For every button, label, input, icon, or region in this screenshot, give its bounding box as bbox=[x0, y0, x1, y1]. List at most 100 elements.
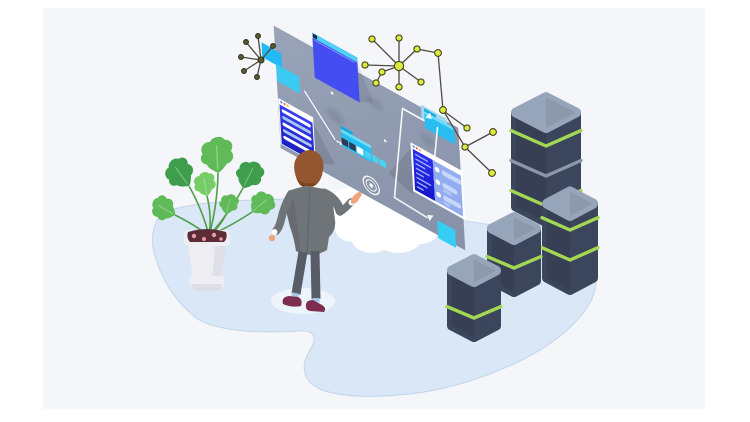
blue-window-toolbar-line bbox=[314, 39, 355, 63]
bracket-arrow-top bbox=[425, 112, 432, 120]
graph-node bbox=[254, 74, 260, 80]
list-bar bbox=[282, 122, 312, 141]
graph-edge bbox=[364, 64, 400, 67]
server-cap bbox=[511, 92, 581, 133]
jacket-shade bbox=[285, 197, 301, 253]
server-cap bbox=[447, 254, 501, 287]
plant-leaves bbox=[152, 136, 276, 221]
leaf-blade bbox=[194, 171, 216, 196]
leaf-blade bbox=[200, 136, 234, 173]
blue-window-shadow bbox=[357, 62, 374, 103]
leaf-vein bbox=[243, 167, 254, 186]
network-graph-small bbox=[238, 33, 276, 80]
pixel-square bbox=[364, 150, 372, 161]
row-pill-small bbox=[442, 188, 452, 196]
row-bullet bbox=[434, 166, 440, 173]
folder-top-strip bbox=[424, 111, 455, 131]
server-stripe bbox=[509, 128, 583, 148]
leaf-vein bbox=[203, 177, 207, 195]
soil-pebble bbox=[191, 233, 197, 239]
right-shoe bbox=[305, 300, 326, 312]
left-hand bbox=[268, 234, 276, 242]
window-dot bbox=[286, 104, 289, 108]
left-cuff bbox=[271, 229, 278, 235]
settings-code-lines bbox=[414, 153, 432, 191]
server-stripe bbox=[445, 304, 503, 320]
graph-node bbox=[257, 56, 265, 64]
man-figure bbox=[268, 150, 362, 312]
leaf bbox=[251, 191, 276, 215]
left-shoe bbox=[282, 296, 302, 307]
graph-node bbox=[463, 124, 471, 132]
bracket-left bbox=[393, 107, 404, 199]
server-body-shade bbox=[452, 270, 474, 337]
jacket-seam bbox=[306, 187, 311, 254]
pixel-square bbox=[341, 137, 349, 148]
pixel-square bbox=[356, 145, 364, 156]
list-bar bbox=[281, 109, 311, 128]
graph-node bbox=[270, 43, 276, 49]
window-dot bbox=[283, 102, 286, 106]
feet-shadow bbox=[271, 288, 335, 314]
leaf-blade bbox=[219, 194, 239, 214]
graph-node bbox=[255, 33, 261, 39]
server-stripe bbox=[540, 216, 600, 232]
graph-node bbox=[238, 54, 244, 60]
dashboard-screen bbox=[261, 25, 466, 251]
bracket-arrow-bottom bbox=[427, 214, 434, 222]
server-body-shade bbox=[547, 203, 570, 290]
leaf-blade bbox=[236, 161, 265, 189]
graph-node bbox=[413, 45, 421, 53]
folder-top-strip bbox=[340, 128, 372, 149]
graph-edge bbox=[464, 146, 493, 174]
list-bar bbox=[282, 115, 312, 135]
code-line bbox=[415, 167, 430, 177]
blue-window-titlebar bbox=[312, 32, 358, 63]
server-cap bbox=[542, 186, 598, 221]
graph-node bbox=[241, 68, 247, 74]
blue-window-body bbox=[312, 32, 360, 103]
graph-node bbox=[393, 60, 405, 72]
server-cap-shade bbox=[474, 259, 496, 282]
server-tower bbox=[485, 212, 543, 297]
blue-app-window bbox=[312, 32, 374, 103]
left-arm bbox=[272, 190, 295, 235]
hair-nape bbox=[298, 179, 317, 188]
server-cap-shade bbox=[546, 97, 576, 128]
cyan-tile-bright bbox=[261, 42, 283, 68]
leaf bbox=[165, 157, 194, 187]
leaf-vein bbox=[253, 199, 268, 211]
soil-pebble bbox=[202, 237, 206, 241]
folder-icon-right bbox=[420, 104, 456, 145]
row-bullet bbox=[435, 179, 441, 185]
code-line bbox=[415, 158, 432, 169]
cyan-tile-soft bbox=[276, 64, 301, 94]
window-dot bbox=[412, 145, 415, 148]
pixel-squares-row bbox=[341, 137, 387, 169]
graph-edge bbox=[444, 111, 468, 129]
pointing-hand bbox=[351, 192, 362, 204]
server-tower bbox=[540, 186, 600, 295]
server-cap bbox=[487, 212, 541, 245]
window-dot bbox=[415, 147, 418, 150]
graph-edge bbox=[437, 52, 444, 111]
graph-node bbox=[243, 39, 249, 45]
blue-window-title-chip bbox=[312, 33, 318, 40]
network-graph-large bbox=[361, 34, 497, 177]
graph-node bbox=[372, 79, 380, 87]
graph-node bbox=[368, 35, 376, 43]
pixel-square bbox=[348, 141, 356, 152]
left-leg bbox=[291, 251, 308, 295]
graph-node bbox=[439, 106, 447, 114]
folder-icon bbox=[340, 125, 372, 163]
server-cap-shade bbox=[514, 217, 536, 240]
graph-edge bbox=[442, 109, 466, 148]
connector-dash bbox=[336, 140, 340, 144]
graph-node bbox=[488, 169, 496, 177]
leaf-vein bbox=[174, 166, 188, 185]
graph-node bbox=[378, 68, 386, 76]
bracket-top bbox=[401, 107, 425, 122]
selection-bracket bbox=[393, 107, 439, 222]
server-stripe bbox=[540, 246, 600, 262]
graph-node bbox=[395, 83, 403, 91]
